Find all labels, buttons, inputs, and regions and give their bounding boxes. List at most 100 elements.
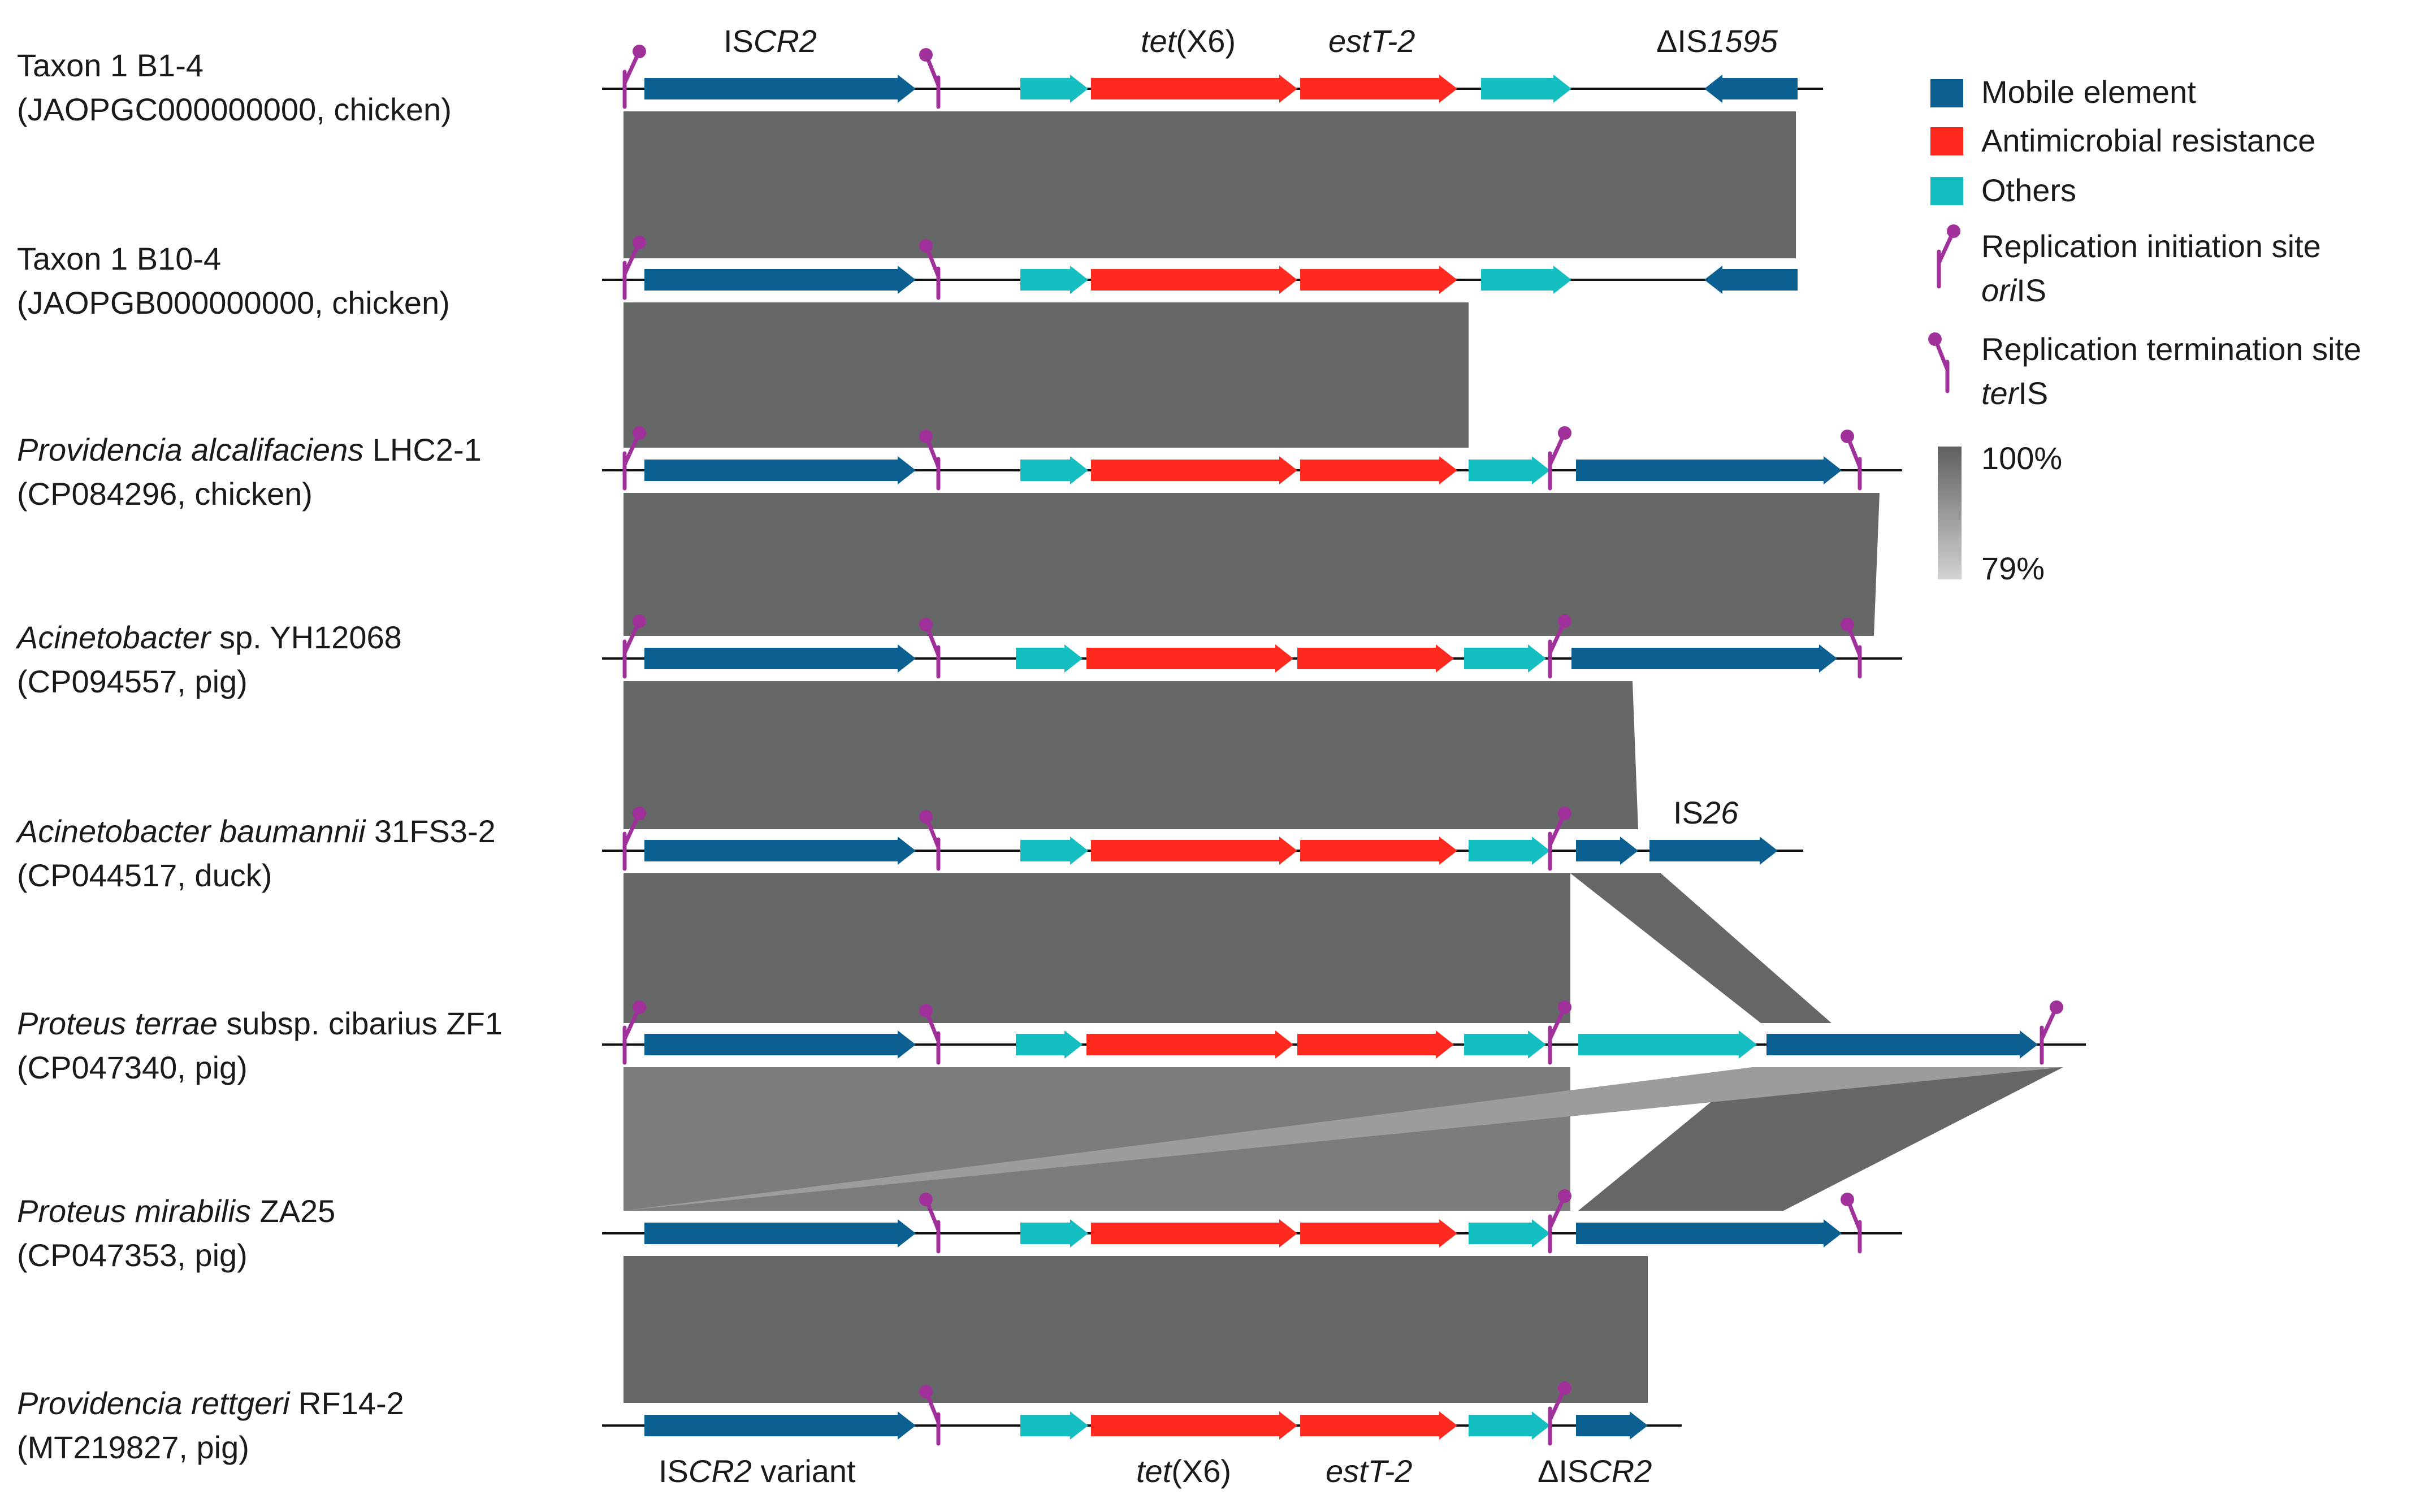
ori-site-icon-stem: [622, 813, 640, 871]
gene-arrow-other: [1016, 1030, 1083, 1059]
identity-scale-min: 79%: [1981, 551, 2045, 586]
gene-arrow-mobile: [1576, 1411, 1648, 1440]
gene-arrow-mobile: [1704, 266, 1798, 294]
ori-site-icon-ball: [633, 614, 646, 628]
ori-site-icon-stem: [1548, 1007, 1566, 1065]
ori-site-icon-stem: [1548, 621, 1566, 679]
ter-site-icon-stem: [925, 1392, 941, 1446]
ter-site-icon-stem: [925, 1011, 941, 1065]
strain-name-1: Taxon 1 B1-4: [17, 47, 204, 83]
ori-site-icon-ball: [633, 236, 646, 249]
gene-arrow-amr: [1300, 266, 1457, 294]
ter-site-icon-ball: [919, 618, 933, 631]
gene-labels: ISCR2 tet(X6) estT-2 ΔIS1595 IS26 ISCR2 …: [659, 23, 1778, 1489]
gene-arrow-mobile: [644, 1219, 916, 1247]
gene-arrow-mobile: [644, 456, 916, 484]
legend-label-ter-1: Replication termination site: [1981, 331, 2361, 367]
gene-arrow-mobile: [1576, 837, 1638, 865]
gene-arrow-mobile: [1576, 456, 1842, 484]
is26-label: IS26: [1673, 795, 1739, 830]
gene-arrow-other: [1578, 1030, 1757, 1059]
strain-name-7: Proteus mirabilis ZA25: [17, 1193, 335, 1229]
ori-site-icon-stem: [622, 51, 640, 109]
strain-accession-7: (CP047353, pig): [17, 1237, 248, 1273]
gene-arrow-other: [1469, 1411, 1550, 1440]
track-5: [602, 807, 1803, 871]
similarity-band-10: [624, 1256, 1648, 1403]
ori-site-icon-stem: [1548, 1388, 1566, 1446]
strain-accession-8: (MT219827, pig): [17, 1429, 249, 1465]
ter-site-icon-ball: [1841, 430, 1854, 443]
gene-arrow-amr: [1091, 1411, 1297, 1440]
ter-site-icon-ball: [1841, 618, 1854, 631]
ter-site-icon-stem: [925, 817, 941, 871]
gene-arrow-mobile: [644, 644, 916, 673]
ter-site-icon-ball: [919, 1385, 933, 1398]
strain-name-4: Acinetobacter sp. YH12068: [15, 619, 402, 655]
legend-label-ter-2: terIS: [1981, 375, 2048, 411]
track-7: [602, 1189, 1902, 1254]
gene-arrow-mobile: [1576, 1219, 1842, 1247]
gene-arrow-amr: [1297, 1030, 1454, 1059]
legend-label-amr: Antimicrobial resistance: [1981, 123, 2315, 158]
legend-label-ori-2: oriIS: [1981, 272, 2046, 308]
gene-arrow-mobile: [644, 75, 916, 103]
ori-site-icon-stem: [2040, 1007, 2058, 1065]
gene-arrow-other: [1020, 75, 1088, 103]
gene-arrow-other: [1020, 837, 1088, 865]
ter-site-icon-stem: [1846, 625, 1862, 679]
ter-site-icon-ball: [919, 430, 933, 443]
legend-ori-site-icon: [1937, 224, 1960, 289]
identity-scale-bar: [1938, 447, 1962, 579]
legend-ori-stem: [1937, 231, 1955, 289]
ori-site-icon-stem: [1548, 813, 1566, 871]
strain-labels: Taxon 1 B1-4 (JAOPGC000000000, chicken) …: [15, 47, 503, 1465]
estt2-top-label: estT-2: [1328, 23, 1415, 59]
similarity-band-8: [1578, 1067, 2063, 1211]
ori-site-icon-stem: [1548, 1196, 1566, 1254]
gene-arrow-amr: [1297, 644, 1454, 673]
gene-arrow-other: [1020, 266, 1088, 294]
gene-arrow-amr: [1091, 1219, 1297, 1247]
ter-site-icon-ball: [919, 239, 933, 253]
track-1: [602, 45, 1823, 109]
ter-site-icon-stem: [1846, 436, 1862, 491]
iscr2-variant-label: ISCR2 variant: [659, 1453, 856, 1489]
discr2-label: ΔISCR2: [1538, 1453, 1652, 1489]
gene-arrow-mobile: [1766, 1030, 2038, 1059]
gene-arrow-amr: [1091, 456, 1297, 484]
ori-site-icon-ball: [633, 1000, 646, 1014]
track-6: [602, 1000, 2086, 1065]
gene-tracks: [602, 45, 2086, 1446]
identity-scale-max: 100%: [1981, 440, 2062, 476]
similarity-band-5: [624, 873, 1570, 1023]
gene-arrow-amr: [1086, 1030, 1293, 1059]
ter-site-icon-ball: [919, 1193, 933, 1206]
gene-arrow-other: [1469, 837, 1550, 865]
strain-accession-4: (CP094557, pig): [17, 664, 248, 699]
ter-site-icon-ball: [919, 810, 933, 824]
gene-arrow-amr: [1091, 266, 1297, 294]
tetx6-top-label: tet(X6): [1141, 23, 1236, 59]
legend: Mobile element Antimicrobial resistance …: [1928, 74, 2361, 586]
gene-arrow-other: [1469, 456, 1550, 484]
similarity-band-6: [1570, 873, 1832, 1023]
legend-ter-site-icon: [1928, 332, 1950, 393]
strain-accession-3: (CP084296, chicken): [17, 476, 313, 512]
strain-name-6: Proteus terrae subsp. cibarius ZF1: [17, 1006, 503, 1041]
legend-label-mobile: Mobile element: [1981, 74, 2196, 110]
legend-label-ori-1: Replication initiation site: [1981, 228, 2321, 264]
gene-arrow-mobile: [1704, 75, 1798, 103]
legend-label-others: Others: [1981, 172, 2076, 208]
gene-arrow-other: [1464, 644, 1546, 673]
gene-arrow-mobile: [644, 837, 916, 865]
similarity-band-2: [624, 302, 1469, 448]
similarity-band-1: [624, 111, 1796, 258]
strain-name-5: Acinetobacter baumannii 31FS3-2: [15, 813, 496, 849]
gene-arrow-amr: [1091, 75, 1297, 103]
gene-arrow-amr: [1300, 75, 1457, 103]
strain-name-8: Providencia rettgeri RF14-2: [17, 1385, 404, 1421]
iscr2-top-label: ISCR2: [724, 23, 817, 59]
dis1595-label: ΔIS1595: [1656, 23, 1778, 59]
